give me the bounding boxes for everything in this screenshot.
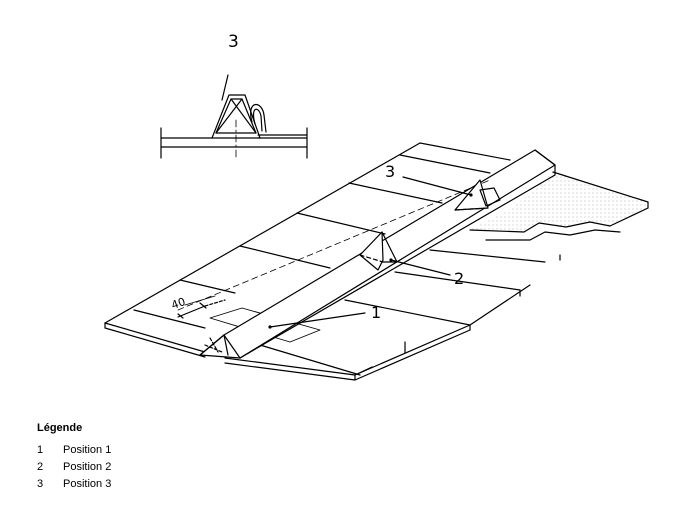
legend-title: Légende <box>37 422 83 434</box>
callout-label-3: 3 <box>385 162 395 181</box>
roof-surface-right <box>469 171 649 241</box>
legend-number: 2 <box>37 460 44 473</box>
seam-cross-section-detail: 3 <box>160 32 308 161</box>
legend-item: 3 Position 3 <box>37 475 111 492</box>
dimension-40: 40 <box>170 295 226 319</box>
legend-item: 2 Position 2 <box>37 458 111 475</box>
legend-number: 1 <box>37 443 44 456</box>
detail-callout-3: 3 <box>228 32 239 52</box>
legend: Légende 1 Position 1 2 Position 2 3 Posi… <box>37 422 111 492</box>
legend-label: Position 3 <box>63 477 112 490</box>
legend-label: Position 1 <box>63 443 112 456</box>
legend-number: 3 <box>37 477 44 490</box>
legend-label: Position 2 <box>63 460 112 473</box>
callout-label-2: 2 <box>454 269 464 288</box>
callout-label-1: 1 <box>371 303 381 322</box>
dimension-label-40: 40 <box>170 295 188 312</box>
roof-seam-diagram: 3 <box>104 32 649 381</box>
callout-leaders: 1 2 3 <box>268 162 473 329</box>
legend-item: 1 Position 1 <box>37 441 111 458</box>
roof-panels <box>104 142 561 381</box>
